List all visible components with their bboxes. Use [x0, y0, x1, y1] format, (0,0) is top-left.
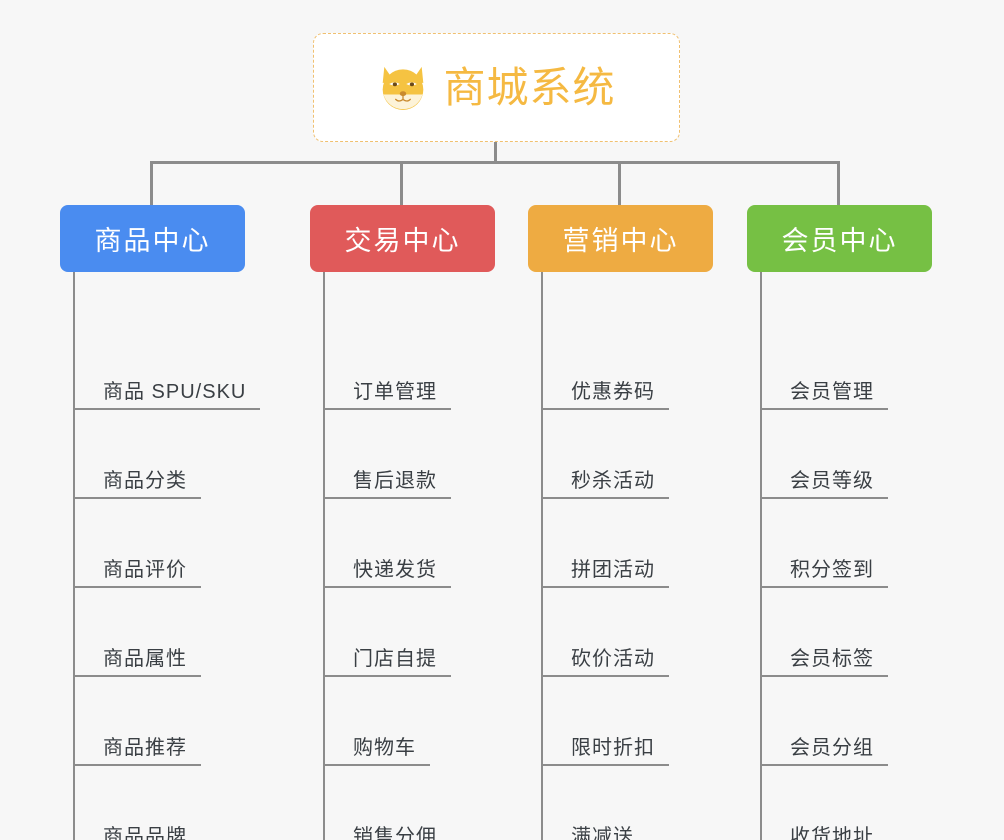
branch-column-2: 交易中心 订单管理 售后退款 快递发货 门店自提 购物车 销售分佣	[310, 205, 495, 840]
leaf-label: 商品评价	[103, 559, 187, 581]
branch-column-3: 营销中心 优惠券码 秒杀活动 拼团活动 砍价活动 限时折扣 满减送	[528, 205, 713, 840]
leaf-label: 优惠券码	[571, 381, 655, 403]
leaf-item[interactable]: 购物车	[323, 723, 430, 766]
branch-header-4[interactable]: 会员中心	[747, 205, 932, 272]
leaf-label: 购物车	[353, 737, 416, 759]
branch-column-1: 商品中心 商品 SPU/SKU 商品分类 商品评价 商品属性 商品推荐 商品品牌	[60, 205, 261, 840]
leaf-item[interactable]: 商品评价	[73, 545, 201, 588]
leaf-label: 积分签到	[790, 559, 874, 581]
leaf-item[interactable]: 满减送	[541, 812, 648, 840]
leaf-item[interactable]: 会员标签	[760, 634, 888, 677]
leaf-item[interactable]: 积分签到	[760, 545, 888, 588]
branch-column-4: 会员中心 会员管理 会员等级 积分签到 会员标签 会员分组 收货地址	[747, 205, 932, 840]
branch-header-2[interactable]: 交易中心	[310, 205, 495, 272]
leaf-item[interactable]: 会员管理	[760, 367, 888, 410]
branch-spine-1	[73, 272, 75, 840]
leaf-item[interactable]: 收货地址	[760, 812, 888, 840]
leaf-label: 门店自提	[353, 648, 437, 670]
leaf-label: 收货地址	[790, 826, 874, 840]
leaf-item[interactable]: 商品分类	[73, 456, 201, 499]
branch-spine-2	[323, 272, 325, 840]
leaf-label: 商品品牌	[103, 826, 187, 840]
leaf-item[interactable]: 会员分组	[760, 723, 888, 766]
trunk-drop-connector-2	[400, 161, 403, 206]
leaf-label: 砍价活动	[571, 648, 655, 670]
leaf-item[interactable]: 商品品牌	[73, 812, 201, 840]
shiba-dog-face-icon	[383, 66, 424, 110]
leaf-label: 会员等级	[790, 470, 874, 492]
leaf-label: 会员分组	[790, 737, 874, 759]
leaf-item[interactable]: 销售分佣	[323, 812, 451, 840]
root-title: 商城系统	[443, 63, 616, 111]
leaf-item[interactable]: 商品属性	[73, 634, 201, 677]
trunk-stem-connector	[494, 142, 497, 164]
leaf-item[interactable]: 限时折扣	[541, 723, 669, 766]
trunk-drop-connector-1	[150, 161, 153, 206]
leaf-label: 商品推荐	[103, 737, 187, 759]
leaf-label: 会员管理	[790, 381, 874, 403]
leaf-label: 商品分类	[103, 470, 187, 492]
leaf-label: 销售分佣	[353, 826, 437, 840]
leaf-item[interactable]: 商品推荐	[73, 723, 201, 766]
leaf-item[interactable]: 砍价活动	[541, 634, 669, 677]
leaf-label: 售后退款	[353, 470, 437, 492]
leaf-item[interactable]: 售后退款	[323, 456, 451, 499]
leaf-label: 秒杀活动	[571, 470, 655, 492]
leaf-label: 快递发货	[353, 559, 437, 581]
trunk-drop-connector-4	[837, 161, 840, 206]
leaf-label: 商品属性	[103, 648, 187, 670]
trunk-horizontal-connector	[150, 161, 840, 164]
leaf-label: 订单管理	[353, 381, 437, 403]
branch-header-3[interactable]: 营销中心	[528, 205, 713, 272]
leaf-item[interactable]: 商品 SPU/SKU	[73, 367, 261, 410]
leaf-item[interactable]: 优惠券码	[541, 367, 669, 410]
branch-header-1[interactable]: 商品中心	[60, 205, 245, 272]
trunk-drop-connector-3	[618, 161, 621, 206]
leaf-label: 拼团活动	[571, 559, 655, 581]
leaf-item[interactable]: 快递发货	[323, 545, 451, 588]
root-node[interactable]: 商城系统	[313, 33, 680, 142]
leaf-label: 会员标签	[790, 648, 874, 670]
leaf-label: 限时折扣	[571, 737, 655, 759]
leaf-item[interactable]: 订单管理	[323, 367, 451, 410]
branch-spine-3	[541, 272, 543, 840]
leaf-item[interactable]: 门店自提	[323, 634, 451, 677]
leaf-label: 商品 SPU/SKU	[103, 381, 247, 403]
leaf-label: 满减送	[571, 826, 634, 840]
leaf-item[interactable]: 会员等级	[760, 456, 888, 499]
leaf-item[interactable]: 秒杀活动	[541, 456, 669, 499]
leaf-item[interactable]: 拼团活动	[541, 545, 669, 588]
branch-spine-4	[760, 272, 762, 840]
